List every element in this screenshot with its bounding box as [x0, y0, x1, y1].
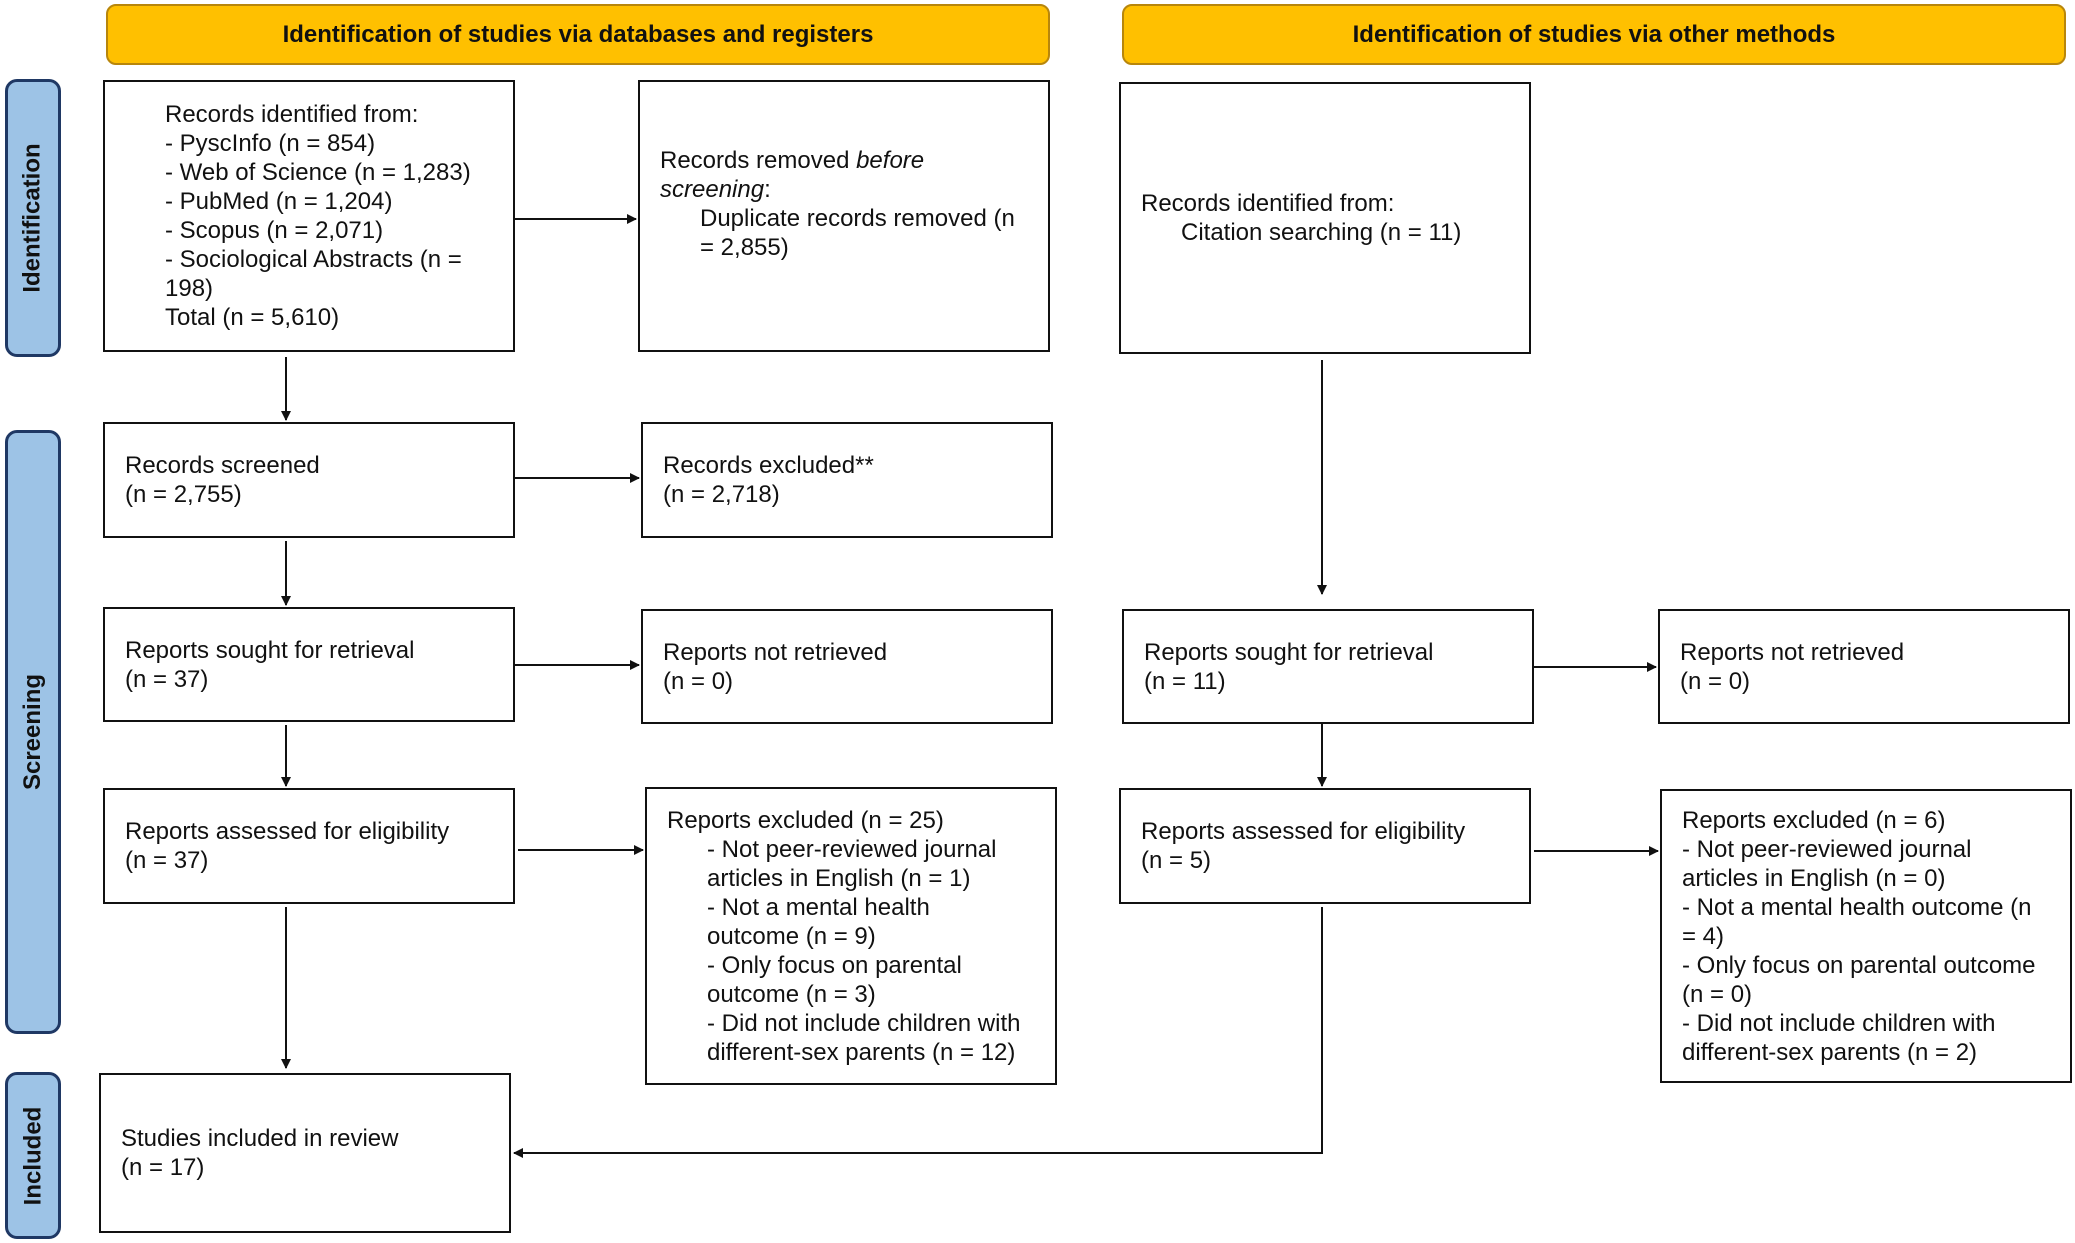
list-item: - Not a mental health outcome (n	[1682, 893, 2032, 921]
reports-not-retrieved-label: Reports not retrieved	[1680, 638, 1905, 666]
header-other-methods: Identification of studies via other meth…	[1122, 4, 2066, 65]
header-databases: Identification of studies via databases …	[106, 4, 1050, 65]
header-other-methods-label: Identification of studies via other meth…	[1352, 20, 1836, 48]
list-item: - Did not include children with	[707, 1009, 1021, 1037]
list-item: articles in English (n = 0)	[1682, 864, 1946, 892]
studies-included-label: Studies included in review	[121, 1125, 399, 1152]
box-studies-included: Studies included in review (n = 17)	[99, 1073, 511, 1233]
box-reports-assessed-left: Reports assessed for eligibility (n = 37…	[103, 788, 515, 904]
reports-not-retrieved-n: (n = 0)	[1680, 667, 1751, 695]
reports-sought-n: (n = 37)	[125, 665, 209, 693]
header-databases-label: Identification of studies via databases …	[282, 20, 874, 48]
box-reports-assessed-right: Reports assessed for eligibility (n = 5)	[1119, 788, 1531, 904]
box-reports-sought-right: Reports sought for retrieval (n = 11)	[1122, 609, 1534, 724]
box-reports-not-retrieved-right: Reports not retrieved (n = 0)	[1658, 609, 2070, 724]
reports-excluded-title: Reports excluded (n = 25)	[667, 806, 944, 834]
records-identified-title: Records identified from:	[165, 101, 419, 128]
box-reports-excluded-left: Reports excluded (n = 25) - Not peer-rev…	[645, 787, 1057, 1085]
reports-not-retrieved-n: (n = 0)	[663, 667, 734, 695]
reports-excluded-title: Reports excluded (n = 6)	[1682, 806, 1946, 834]
list-item: different-sex parents (n = 12)	[707, 1038, 1016, 1066]
records-removed-line1: Records removed before	[660, 147, 925, 174]
box-reports-excluded-right: Reports excluded (n = 6) - Not peer-revi…	[1660, 789, 2072, 1083]
records-excluded-label: Records excluded**	[663, 452, 874, 479]
list-item: - Did not include children with	[1682, 1009, 1996, 1037]
list-item: - Only focus on parental outcome	[1682, 951, 2036, 979]
list-item: = 4)	[1682, 922, 1725, 950]
list-item: - Not peer-reviewed journal	[1682, 835, 1972, 863]
list-item: - Only focus on parental	[707, 951, 962, 979]
list-item: (n = 0)	[1682, 980, 1753, 1008]
duplicates-line1: Duplicate records removed (n	[700, 205, 1015, 232]
phase-screening: Screening	[5, 430, 61, 1034]
reports-assessed-n: (n = 37)	[125, 847, 209, 874]
box-reports-not-retrieved-left: Reports not retrieved (n = 0)	[641, 609, 1053, 724]
studies-included-n: (n = 17)	[121, 1154, 205, 1181]
list-item: - Scopus (n = 2,071)	[165, 217, 384, 244]
reports-sought-label: Reports sought for retrieval	[125, 636, 415, 664]
list-item: - PyscInfo (n = 854)	[165, 130, 376, 157]
records-screened-label: Records screened	[125, 452, 320, 479]
reports-sought-n: (n = 11)	[1144, 667, 1226, 695]
box-records-removed: Records removed before screening: Duplic…	[638, 80, 1050, 352]
box-records-screened: Records screened (n = 2,755)	[103, 422, 515, 538]
box-reports-sought-left: Reports sought for retrieval (n = 37)	[103, 607, 515, 722]
list-item: - Sociological Abstracts (n =	[165, 246, 462, 273]
reports-assessed-label: Reports assessed for eligibility	[125, 818, 450, 845]
citation-searching: Citation searching (n = 11)	[1181, 219, 1462, 246]
duplicates-line2: = 2,855)	[700, 234, 789, 261]
records-excluded-n: (n = 2,718)	[663, 481, 780, 508]
list-item: outcome (n = 9)	[707, 922, 876, 950]
box-records-identified: Records identified from: - PyscInfo (n =…	[103, 80, 515, 352]
records-removed-line2: screening:	[660, 176, 771, 203]
arrow-other-assessed-to-included	[513, 907, 1323, 1158]
list-item: articles in English (n = 1)	[707, 864, 971, 892]
phase-included: Included	[5, 1072, 61, 1239]
list-item: - Not a mental health	[707, 893, 930, 921]
list-item: 198)	[165, 275, 214, 302]
list-item: - Web of Science (n = 1,283)	[165, 159, 471, 186]
records-screened-n: (n = 2,755)	[125, 481, 242, 508]
box-records-excluded: Records excluded** (n = 2,718)	[641, 422, 1053, 538]
phase-identification: Identification	[5, 79, 61, 357]
list-item: different-sex parents (n = 2)	[1682, 1038, 1978, 1066]
reports-assessed-label: Reports assessed for eligibility	[1141, 818, 1466, 845]
reports-assessed-n: (n = 5)	[1141, 847, 1212, 874]
records-identified-other-title: Records identified from:	[1141, 190, 1395, 217]
reports-not-retrieved-label: Reports not retrieved	[663, 638, 888, 666]
list-item: - Not peer-reviewed journal	[707, 835, 997, 863]
reports-sought-label: Reports sought for retrieval	[1144, 638, 1434, 666]
box-records-identified-other: Records identified from: Citation search…	[1119, 82, 1531, 354]
records-identified-total: Total (n = 5,610)	[165, 304, 340, 331]
list-item: outcome (n = 3)	[707, 980, 876, 1008]
list-item: - PubMed (n = 1,204)	[165, 188, 393, 215]
